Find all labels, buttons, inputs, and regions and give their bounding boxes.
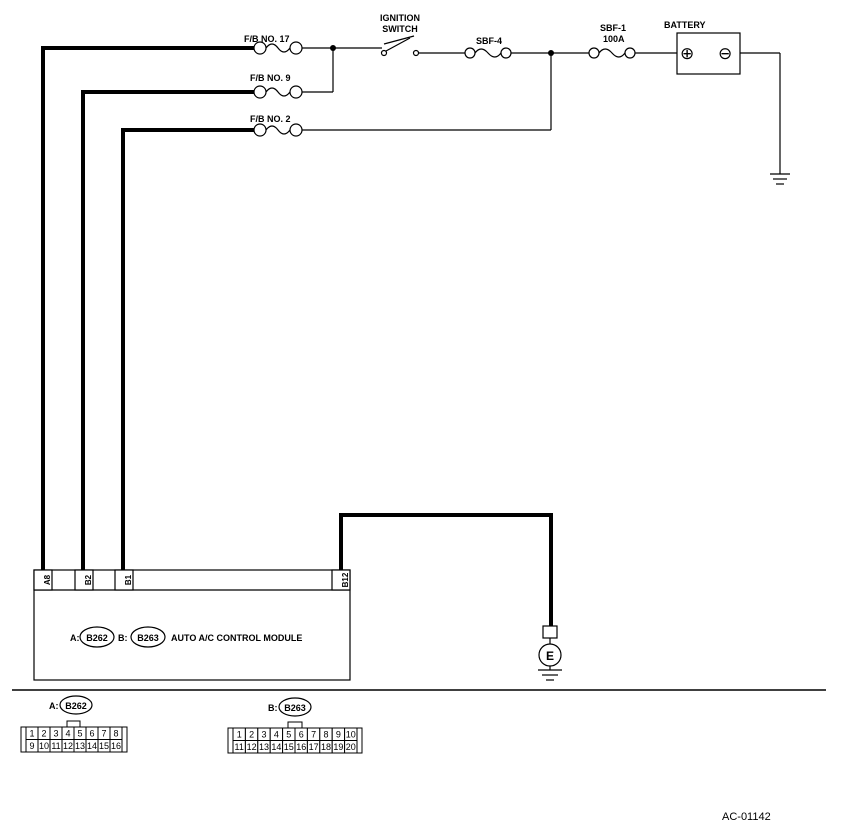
connector-b-id: B263 (284, 703, 306, 713)
connector-pin-number: 10 (39, 741, 49, 751)
junction-dot (330, 45, 336, 51)
module-pin-label: B1 (124, 574, 133, 585)
connector-pin-number: 20 (346, 742, 356, 752)
connector-pin-number: 7 (311, 730, 316, 740)
module-connector-b-id: B263 (137, 633, 159, 643)
connector-a-id: B262 (65, 701, 87, 711)
ignition-switch-label: IGNITION (380, 13, 420, 23)
connector-pin-number: 1 (237, 730, 242, 740)
connector-pin-cell (344, 740, 358, 754)
module-connector-a-prefix: A: (70, 633, 80, 643)
battery-label: BATTERY (664, 20, 706, 30)
fuse-fb9 (253, 85, 303, 99)
connector-pin-cell (109, 739, 123, 753)
connector-pin-number: 5 (77, 729, 82, 739)
connector-pin-number: 14 (271, 742, 281, 752)
ignition-switch-label: SWITCH (382, 24, 418, 34)
connector-pin-number: 9 (336, 730, 341, 740)
connector-pin-number: 17 (309, 742, 319, 752)
module-pin-label: A8 (43, 574, 52, 585)
module-connector-a-id: B262 (86, 633, 108, 643)
connector-pin-number: 3 (53, 729, 58, 739)
fuse-sbf4 (464, 47, 512, 59)
wire-b12-to-ground (339, 513, 553, 626)
connector-pin-number: 13 (75, 741, 85, 751)
fuse-sbf4-label: SBF-4 (476, 36, 502, 46)
connector-pin-number: 12 (63, 741, 73, 751)
connector-pin-number: 12 (247, 742, 257, 752)
battery-positive-terminal: ⊕ (680, 44, 694, 63)
fuse-fb2 (253, 123, 303, 137)
connector-pin-number: 16 (296, 742, 306, 752)
junction-dot (548, 50, 554, 56)
figure-id: AC-01142 (722, 811, 771, 823)
module-connector-b-badge (130, 626, 166, 648)
chassis-ground-icon (770, 173, 790, 185)
connector-pin-number: 16 (111, 741, 121, 751)
connector-b-badge (278, 697, 312, 717)
connector-pin-number: 15 (284, 742, 294, 752)
connector-pin-number: 9 (29, 741, 34, 751)
fuse-sbf1 (588, 47, 636, 59)
connector-pin-number: 13 (259, 742, 269, 752)
fuse-sbf1-rating: 100A (603, 34, 625, 44)
module-name: AUTO A/C CONTROL MODULE (171, 633, 302, 643)
connector-pin-number: 8 (113, 729, 118, 739)
module-connector-a-badge (79, 626, 115, 648)
connector-pin-number: 1 (29, 729, 34, 739)
connector-pin-number: 11 (235, 742, 244, 752)
connector-pin-number: 14 (87, 741, 97, 751)
connector-pin-number: 15 (99, 741, 109, 751)
connector-pin-number: 6 (299, 730, 304, 740)
fuse-fb2-label: F/B NO. 2 (250, 114, 291, 124)
connector-pin-number: 11 (51, 741, 60, 751)
connector-pin-number: 10 (346, 730, 356, 740)
connector-pin-number: 19 (333, 742, 343, 752)
battery-negative-terminal: ⊖ (718, 44, 732, 63)
connector-pin-number: 8 (323, 730, 328, 740)
connector-pin-number: 2 (41, 729, 46, 739)
fuse-fb17-label: F/B NO. 17 (244, 34, 290, 44)
module-box (33, 569, 351, 681)
ignition-switch (380, 35, 420, 57)
module-pin-label: B12 (341, 572, 350, 587)
connector-pin-number: 5 (286, 730, 291, 740)
module-connector-b-prefix: B: (118, 633, 128, 643)
connector-pin-number: 2 (249, 730, 254, 740)
connector-b-prefix: B: (268, 703, 278, 713)
fuse-sbf1-label: SBF-1 (600, 23, 626, 33)
connector-pin-number: 4 (65, 729, 70, 739)
connector-pin-number: 6 (89, 729, 94, 739)
connector-pin-number: 7 (101, 729, 106, 739)
fuse-fb9-label: F/B NO. 9 (250, 73, 291, 83)
wire-fb9 (81, 48, 334, 572)
ground-symbol-label: E (546, 649, 554, 663)
battery-symbol: ⊕ ⊖ (676, 32, 741, 75)
module-pin-label: B2 (84, 574, 93, 585)
wire-fb2 (121, 53, 552, 572)
wire-fb17-to-ignition (41, 46, 382, 572)
ground-terminal (538, 625, 562, 681)
fuse-fb17 (253, 41, 303, 55)
connector-pin-number: 3 (261, 730, 266, 740)
connector-pin-number: 4 (274, 730, 279, 740)
connector-pin-number: 18 (321, 742, 331, 752)
connector-a-prefix: A: (49, 701, 59, 711)
connector-a-badge (59, 695, 93, 715)
